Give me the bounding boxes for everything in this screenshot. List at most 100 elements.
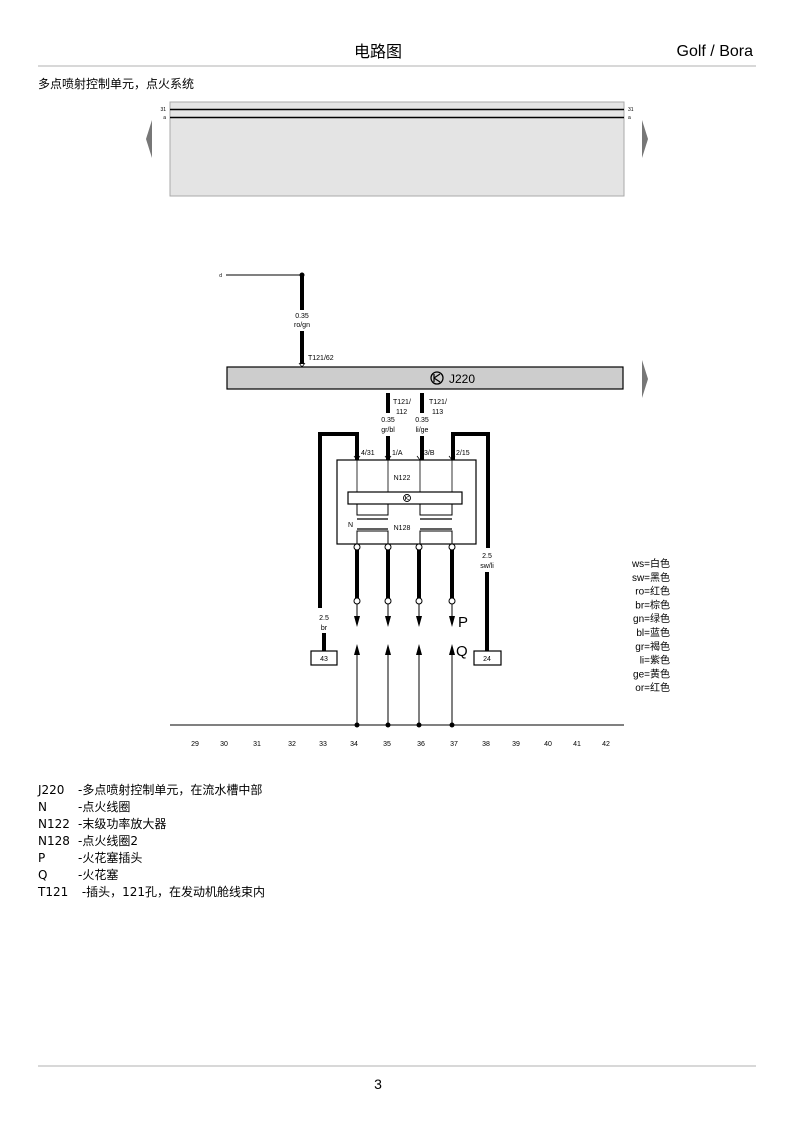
legend-item: N122 -末级功率放大器: [38, 815, 166, 832]
legend-code: N: [38, 800, 47, 814]
next-arrow-icon[interactable]: [642, 120, 648, 158]
wire-color: br: [321, 625, 328, 632]
legend-desc: -火花塞: [78, 868, 119, 882]
legend-code: J220: [38, 783, 65, 797]
color-code: gn=绿色: [633, 612, 670, 625]
legend-desc: -多点喷射控制单元，在流水槽中部: [78, 783, 263, 797]
pin-label: 3/B: [424, 450, 435, 457]
spark-plug-icon: [449, 644, 455, 655]
terminal: [415, 597, 423, 605]
track-number: 29: [191, 741, 199, 748]
track-number: 31: [253, 741, 261, 748]
control-unit-j220: [226, 366, 624, 390]
spark-plug-icon: [385, 644, 391, 655]
track-number: 30: [220, 741, 228, 748]
color-code: li=紫色: [640, 654, 670, 667]
wire-gauge: 0.35: [415, 417, 429, 424]
wire-color: ro/gn: [294, 322, 310, 329]
page-title: 电路图: [354, 43, 402, 61]
legend-item: Q -火花塞: [38, 866, 118, 883]
legend-code: N122: [38, 817, 70, 831]
terminal: [353, 597, 361, 605]
color-code: ws=白色: [631, 557, 670, 570]
spark-plug-icon: [354, 644, 360, 655]
track-number: 40: [544, 741, 552, 748]
q-label: Q: [456, 643, 468, 660]
legend-item: J220 -多点喷射控制单元，在流水槽中部: [38, 781, 262, 798]
wire-gauge: 2.5: [482, 553, 492, 560]
track-number: 38: [482, 741, 490, 748]
model-name: Golf / Bora: [677, 43, 754, 60]
bus-box: [169, 101, 625, 197]
transistor-icon: [403, 494, 411, 502]
color-code: or=红色: [635, 681, 670, 694]
track-number: 33: [319, 741, 327, 748]
track-number: 42: [602, 741, 610, 748]
terminal: [448, 597, 456, 605]
spark-plug-connector-icon: [385, 616, 391, 627]
bus-label-a-right: a: [628, 115, 631, 121]
terminal: [384, 543, 392, 551]
subtitle: 多点喷射控制单元，点火系统: [38, 76, 194, 91]
wire-gauge: 0.35: [295, 313, 309, 320]
spark-plug-connector-icon: [354, 616, 360, 627]
pin-label: T121/: [393, 399, 411, 406]
wire-color: gr/bl: [381, 427, 395, 434]
legend-item: N128-点火线圈2: [38, 832, 138, 849]
legend-item: P -火花塞插头: [38, 849, 142, 866]
control-unit-label: J220: [449, 372, 475, 386]
color-code: bl=蓝色: [636, 626, 670, 639]
p-label: P: [458, 614, 468, 631]
ground-label: 24: [483, 656, 491, 663]
wire-gauge: 2.5: [319, 615, 329, 622]
wire-gauge: 0.35: [381, 417, 395, 424]
track-number: 36: [417, 741, 425, 748]
terminal: [384, 597, 392, 605]
pin-label: 112: [396, 409, 407, 416]
pin-label: 2/15: [456, 450, 470, 457]
track-number: 37: [450, 741, 458, 748]
pin-label: 113: [432, 409, 443, 416]
terminal: [415, 543, 423, 551]
color-code: sw=黑色: [632, 571, 670, 584]
pin-label: 4/31: [361, 450, 375, 457]
wire-color: sw/li: [480, 563, 494, 570]
legend-code: T121: [38, 885, 69, 899]
pin-label: T121/62: [308, 355, 334, 362]
ground-label: 43: [320, 656, 328, 663]
color-code: ro=红色: [635, 585, 670, 598]
spark-plug-connector-icon: [449, 616, 455, 627]
color-code: ge=黄色: [633, 667, 670, 680]
color-code: br=棕色: [635, 598, 670, 611]
spark-plug-connector-icon: [416, 616, 422, 627]
ground-point-24: [473, 650, 502, 666]
terminal: [448, 543, 456, 551]
track-number: 41: [573, 741, 581, 748]
bus-label-31-right: 31: [628, 107, 634, 113]
track-number: 32: [288, 741, 296, 748]
legend-desc: -插头，121孔，在发动机舱线束内: [78, 885, 266, 899]
power-amplifier-n122: [347, 491, 463, 505]
ground-point-43: [310, 650, 338, 666]
wire-br: [318, 432, 359, 608]
legend-item: N -点火线圈: [38, 798, 130, 815]
legend-desc: -火花塞插头: [78, 851, 143, 865]
color-code: gr=褐色: [635, 640, 670, 653]
continue-arrow-icon[interactable]: [642, 360, 648, 398]
wire-sw-li: [451, 432, 490, 548]
track-number: 35: [383, 741, 391, 748]
track-number: 34: [350, 741, 358, 748]
legend-code: Q: [38, 868, 48, 882]
pin-label: T121/: [429, 399, 447, 406]
prev-arrow-icon[interactable]: [146, 120, 152, 158]
legend-desc: -点火线圈: [78, 800, 131, 814]
n-label: N: [348, 522, 353, 529]
n128-label: N128: [394, 525, 411, 532]
track-number: 39: [512, 741, 520, 748]
bus-label-a-left: a: [163, 115, 166, 121]
legend-item: T121 -插头，121孔，在发动机舱线束内: [38, 883, 265, 900]
page-number: 3: [374, 1076, 382, 1092]
legend-code: P: [38, 851, 46, 865]
legend-desc: -末级功率放大器: [78, 817, 167, 831]
